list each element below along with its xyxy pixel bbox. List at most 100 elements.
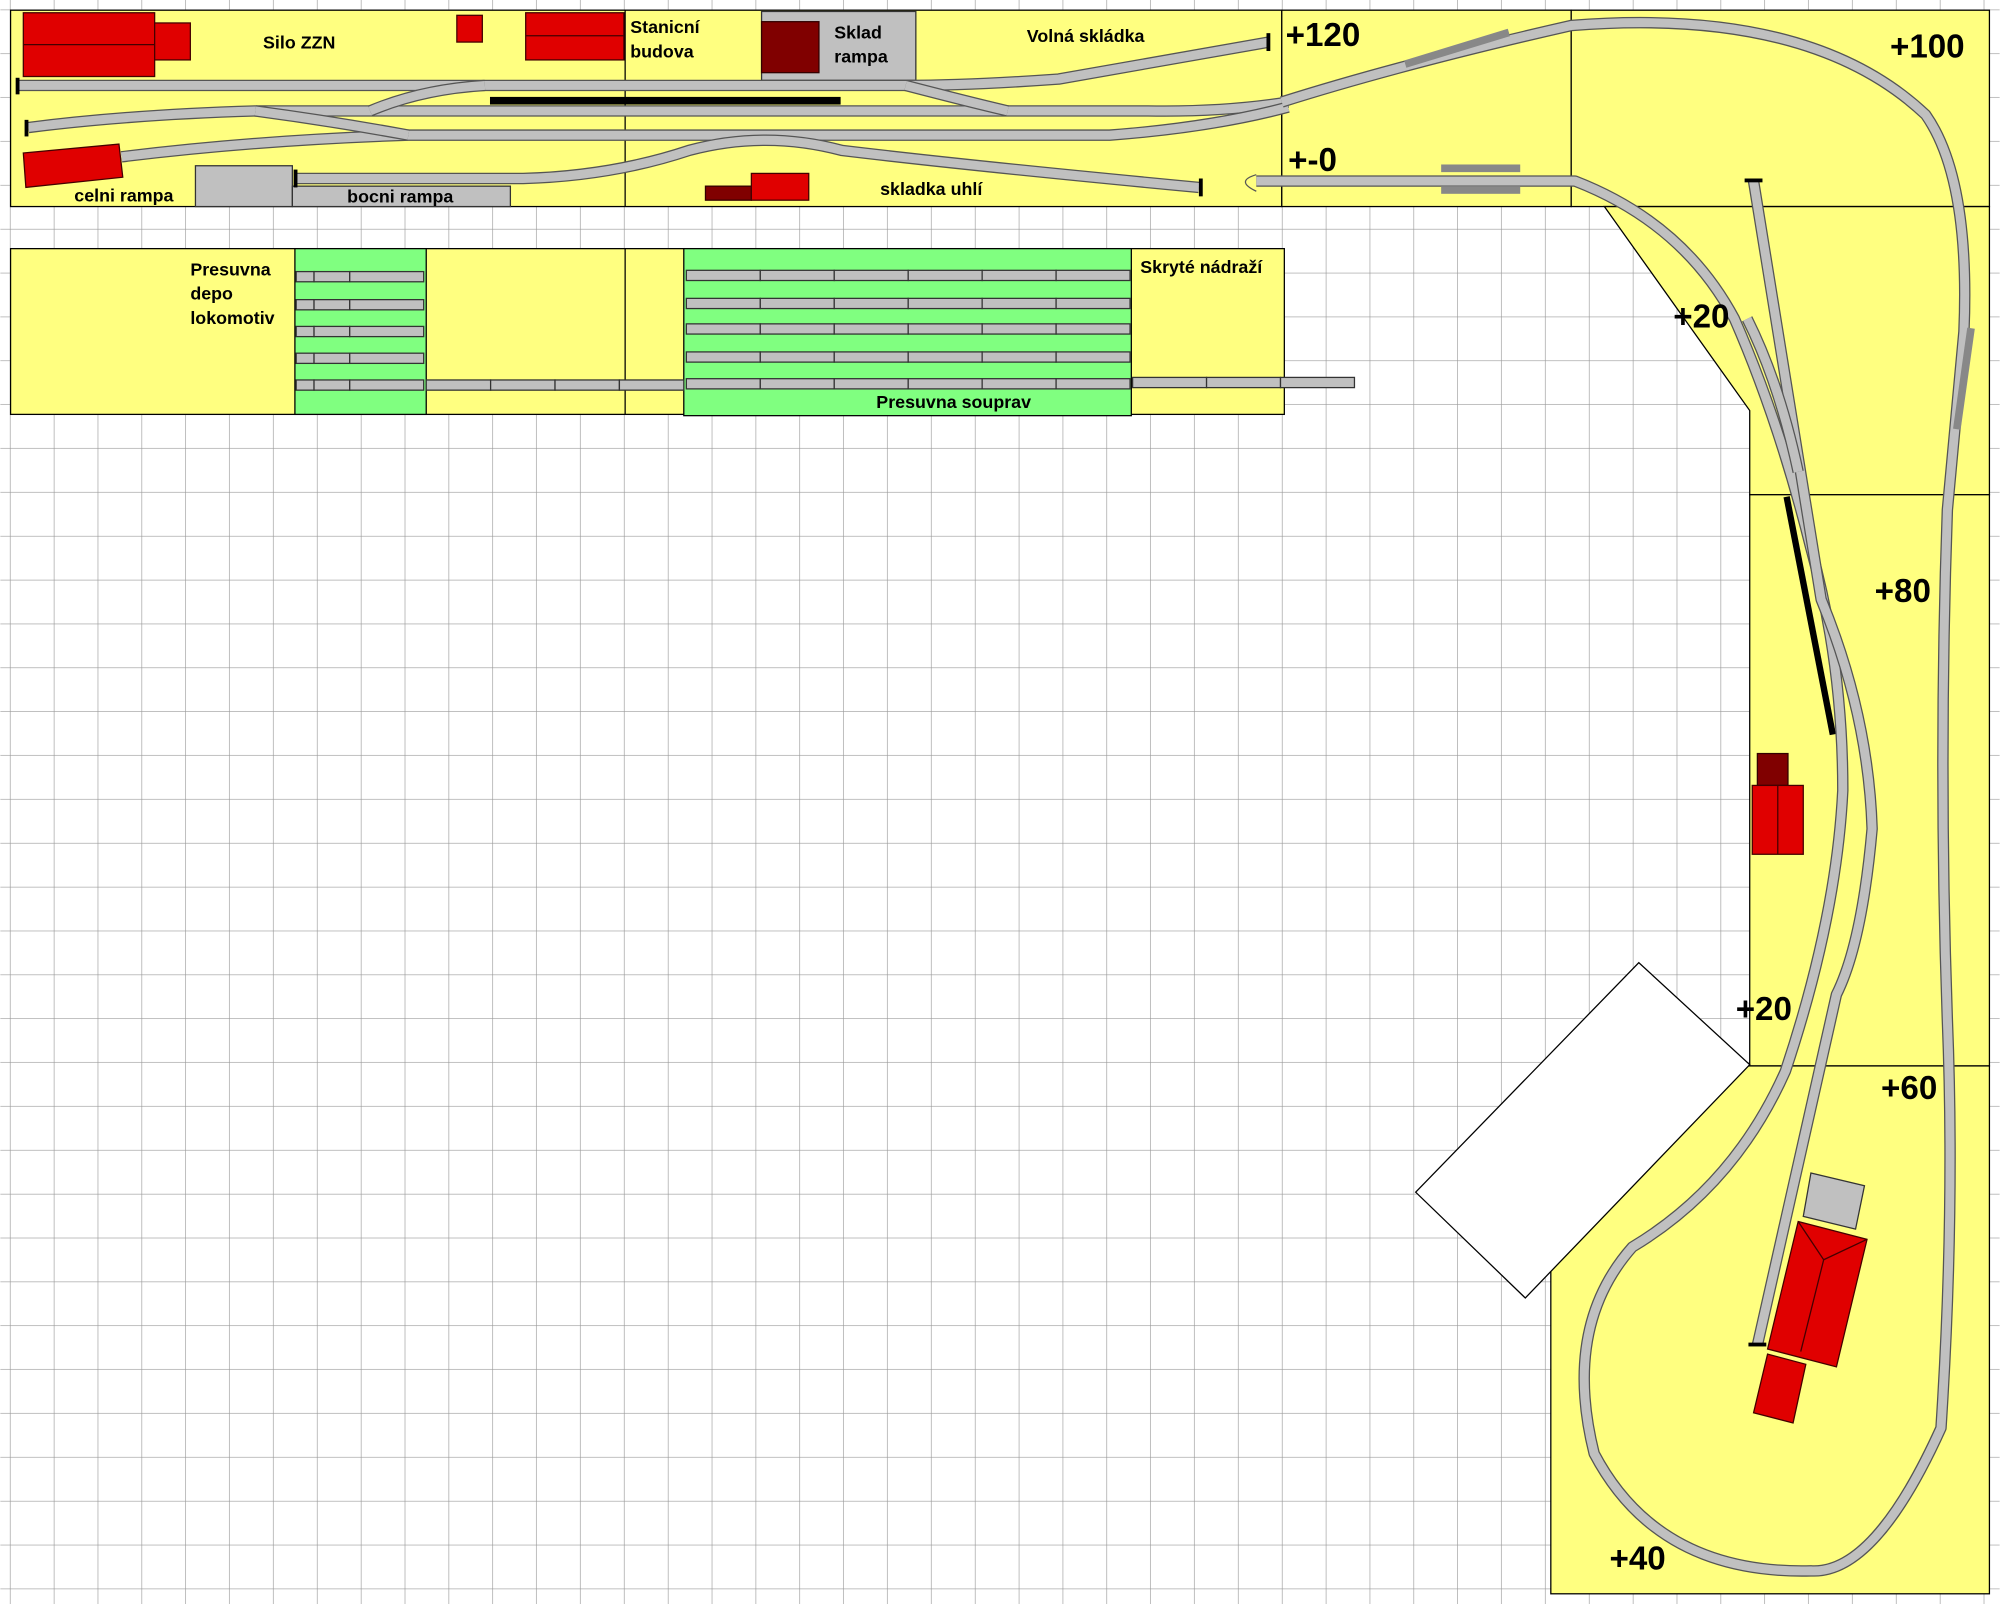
labels: Silo ZZN Stanicní budova Sklad rampa Vol…: [74, 17, 1964, 1578]
label-side-ramp: bocni rampa: [347, 187, 454, 207]
bridge: [1953, 327, 1975, 430]
track-segment: [685, 378, 761, 390]
elevation-80: +80: [1875, 573, 1931, 610]
elevation-20-lower: +20: [1736, 991, 1792, 1028]
track-segment: [981, 269, 1057, 282]
track-segment: [685, 351, 761, 363]
label-free-storage: Volná skládka: [1027, 26, 1146, 46]
track-segment: [833, 323, 909, 335]
track-segment: [295, 352, 315, 365]
track-segment: [618, 379, 685, 391]
track-segment: [1055, 297, 1131, 310]
side-ramp-block: [194, 165, 293, 208]
track-segment: [833, 378, 909, 390]
track-segment: [313, 379, 351, 391]
track-segment: [349, 270, 425, 283]
side-ramp: [291, 185, 512, 208]
warehouse: [760, 21, 820, 74]
track-segment: [981, 323, 1057, 335]
factory-annex: [1752, 1353, 1807, 1424]
track-segment: [313, 352, 351, 365]
track-segment: [1131, 376, 1208, 389]
track-segment: [685, 269, 761, 282]
track-segment: [295, 298, 315, 311]
front-ramp-building: [22, 143, 124, 189]
track-segment: [759, 323, 835, 335]
track-segment: [1279, 376, 1356, 389]
track-segment: [489, 379, 556, 391]
label-train-traverser: Presuvna souprav: [876, 392, 1031, 412]
label-depot: lokomotiv: [190, 308, 274, 328]
elevation-120: +120: [1286, 17, 1361, 54]
label-station-building: Stanicní: [630, 17, 700, 37]
elevation-20-upper: +20: [1673, 299, 1729, 336]
bridge: [1404, 28, 1511, 68]
buildings: [22, 10, 1868, 1424]
label-hidden-station: Skryté nádraží: [1140, 257, 1263, 277]
track-segment: [981, 351, 1057, 363]
track-segment: [425, 379, 492, 391]
coal-building: [750, 172, 810, 201]
track-segment: [981, 297, 1057, 310]
coal-shed: [704, 185, 753, 201]
right-building-small: [1756, 752, 1789, 787]
label-coal-storage: skladka uhlí: [880, 179, 983, 199]
track-segment: [313, 298, 351, 311]
elevation-100: +100: [1890, 28, 1965, 65]
buffer-stop: [15, 77, 20, 95]
track-segment: [907, 323, 983, 335]
board-120: [1281, 9, 1572, 208]
buffer-stop: [1266, 33, 1271, 52]
buffer-stop: [1748, 1342, 1767, 1347]
elevation-40: +40: [1609, 1541, 1665, 1578]
station-building: [525, 12, 625, 61]
track-segment: [981, 378, 1057, 390]
track-segment: [907, 378, 983, 390]
track-segment: [759, 351, 835, 363]
track-segment: [907, 297, 983, 310]
track-segment: [1205, 376, 1282, 389]
factory-building: [1766, 1220, 1868, 1368]
platform-right: [1783, 496, 1836, 736]
elevation-60: +60: [1881, 1070, 1937, 1107]
track-segment: [1055, 378, 1131, 390]
track-segment: [759, 269, 835, 282]
track-segment: [833, 297, 909, 310]
track-segment: [685, 297, 761, 310]
track-segment: [907, 269, 983, 282]
track-segment: [313, 270, 351, 283]
label-depot: Presuvna: [190, 259, 271, 279]
small-building: [456, 14, 483, 43]
buffer-stop: [293, 169, 298, 188]
track-segment: [295, 379, 315, 391]
buffer-stop: [1744, 178, 1763, 183]
tracks: [15, 16, 1975, 1577]
track-segment: [349, 325, 425, 338]
track-segment: [759, 378, 835, 390]
track-segment: [1055, 351, 1131, 363]
hidden-tracks: [295, 269, 1356, 391]
bridge: [1441, 186, 1521, 194]
track-segment: [685, 323, 761, 335]
label-warehouse: rampa: [834, 46, 889, 66]
buffer-stop: [1198, 178, 1203, 197]
track-segment: [349, 379, 425, 391]
track-segment: [833, 269, 909, 282]
track-segment: [349, 352, 425, 365]
loop-cutout: [1414, 961, 1751, 1299]
track-segment: [907, 351, 983, 363]
grey-shed: [1802, 1172, 1866, 1230]
bridge: [1441, 164, 1521, 173]
track-segment: [313, 325, 351, 338]
track-segment: [759, 297, 835, 310]
elevation-0: +-0: [1288, 142, 1337, 179]
track-segment: [295, 270, 315, 283]
silo-annex: [154, 22, 191, 61]
label-warehouse: Sklad: [834, 22, 882, 42]
label-silo: Silo ZZN: [263, 32, 335, 52]
track-segment: [1055, 323, 1131, 335]
track-segment: [295, 325, 315, 338]
track-segment: [349, 298, 425, 311]
platform: [489, 96, 841, 105]
